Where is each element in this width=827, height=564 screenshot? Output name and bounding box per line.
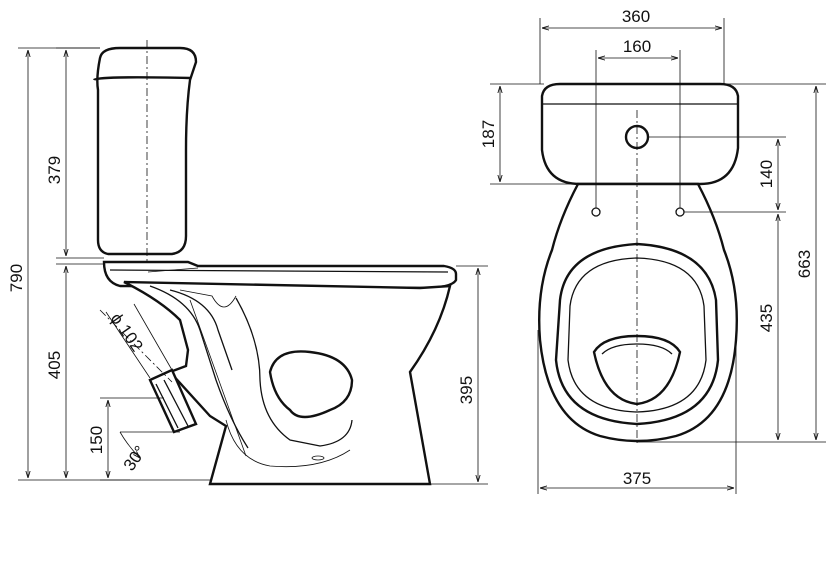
label-379: 379: [45, 156, 64, 184]
dimension-seat-length: 435: [757, 214, 778, 440]
label-140: 140: [757, 160, 776, 188]
dimension-hole-offset: 140: [648, 136, 786, 213]
mount-hole-right: [675, 207, 685, 217]
dimension-tank-width: 360: [539, 7, 725, 84]
cistern-tank: [92, 40, 198, 270]
label-360: 360: [622, 7, 650, 26]
dimension-hole-spacing: 160: [595, 37, 681, 208]
dimension-tank-depth: 187: [479, 83, 580, 185]
bowl-top-view: [538, 110, 738, 446]
label-160: 160: [623, 37, 651, 56]
dimension-rim-height: 395: [430, 265, 488, 485]
tank-top-view: [540, 82, 740, 186]
label-395: 395: [457, 376, 476, 404]
mount-hole-left: [591, 207, 601, 217]
bowl-body: [123, 280, 452, 486]
top-view: 360 160 187 140 663: [479, 7, 826, 494]
label-375: 375: [623, 469, 651, 488]
label-405: 405: [45, 351, 64, 379]
dimension-outlet-diameter: ϕ 102: [105, 303, 173, 379]
side-view: 790 379 405 395 ϕ 102: [7, 40, 488, 486]
dimension-outlet-height: 150: [87, 397, 164, 481]
dimension-bowl-width: 375: [537, 330, 737, 494]
dimension-total-length: 663: [637, 83, 826, 443]
label-790: 790: [7, 264, 26, 292]
dimension-outlet-angle: 30°: [119, 431, 180, 474]
label-187: 187: [479, 120, 498, 148]
label-435: 435: [757, 304, 776, 332]
outlet-pipe: [99, 309, 198, 434]
bowl-rim: [102, 260, 458, 290]
dimension-bowl-height: 405: [45, 263, 104, 478]
label-150: 150: [87, 426, 106, 454]
label-663: 663: [795, 250, 814, 278]
label-30-deg: 30°: [120, 442, 150, 474]
dimension-tank-height: 379: [45, 47, 104, 259]
